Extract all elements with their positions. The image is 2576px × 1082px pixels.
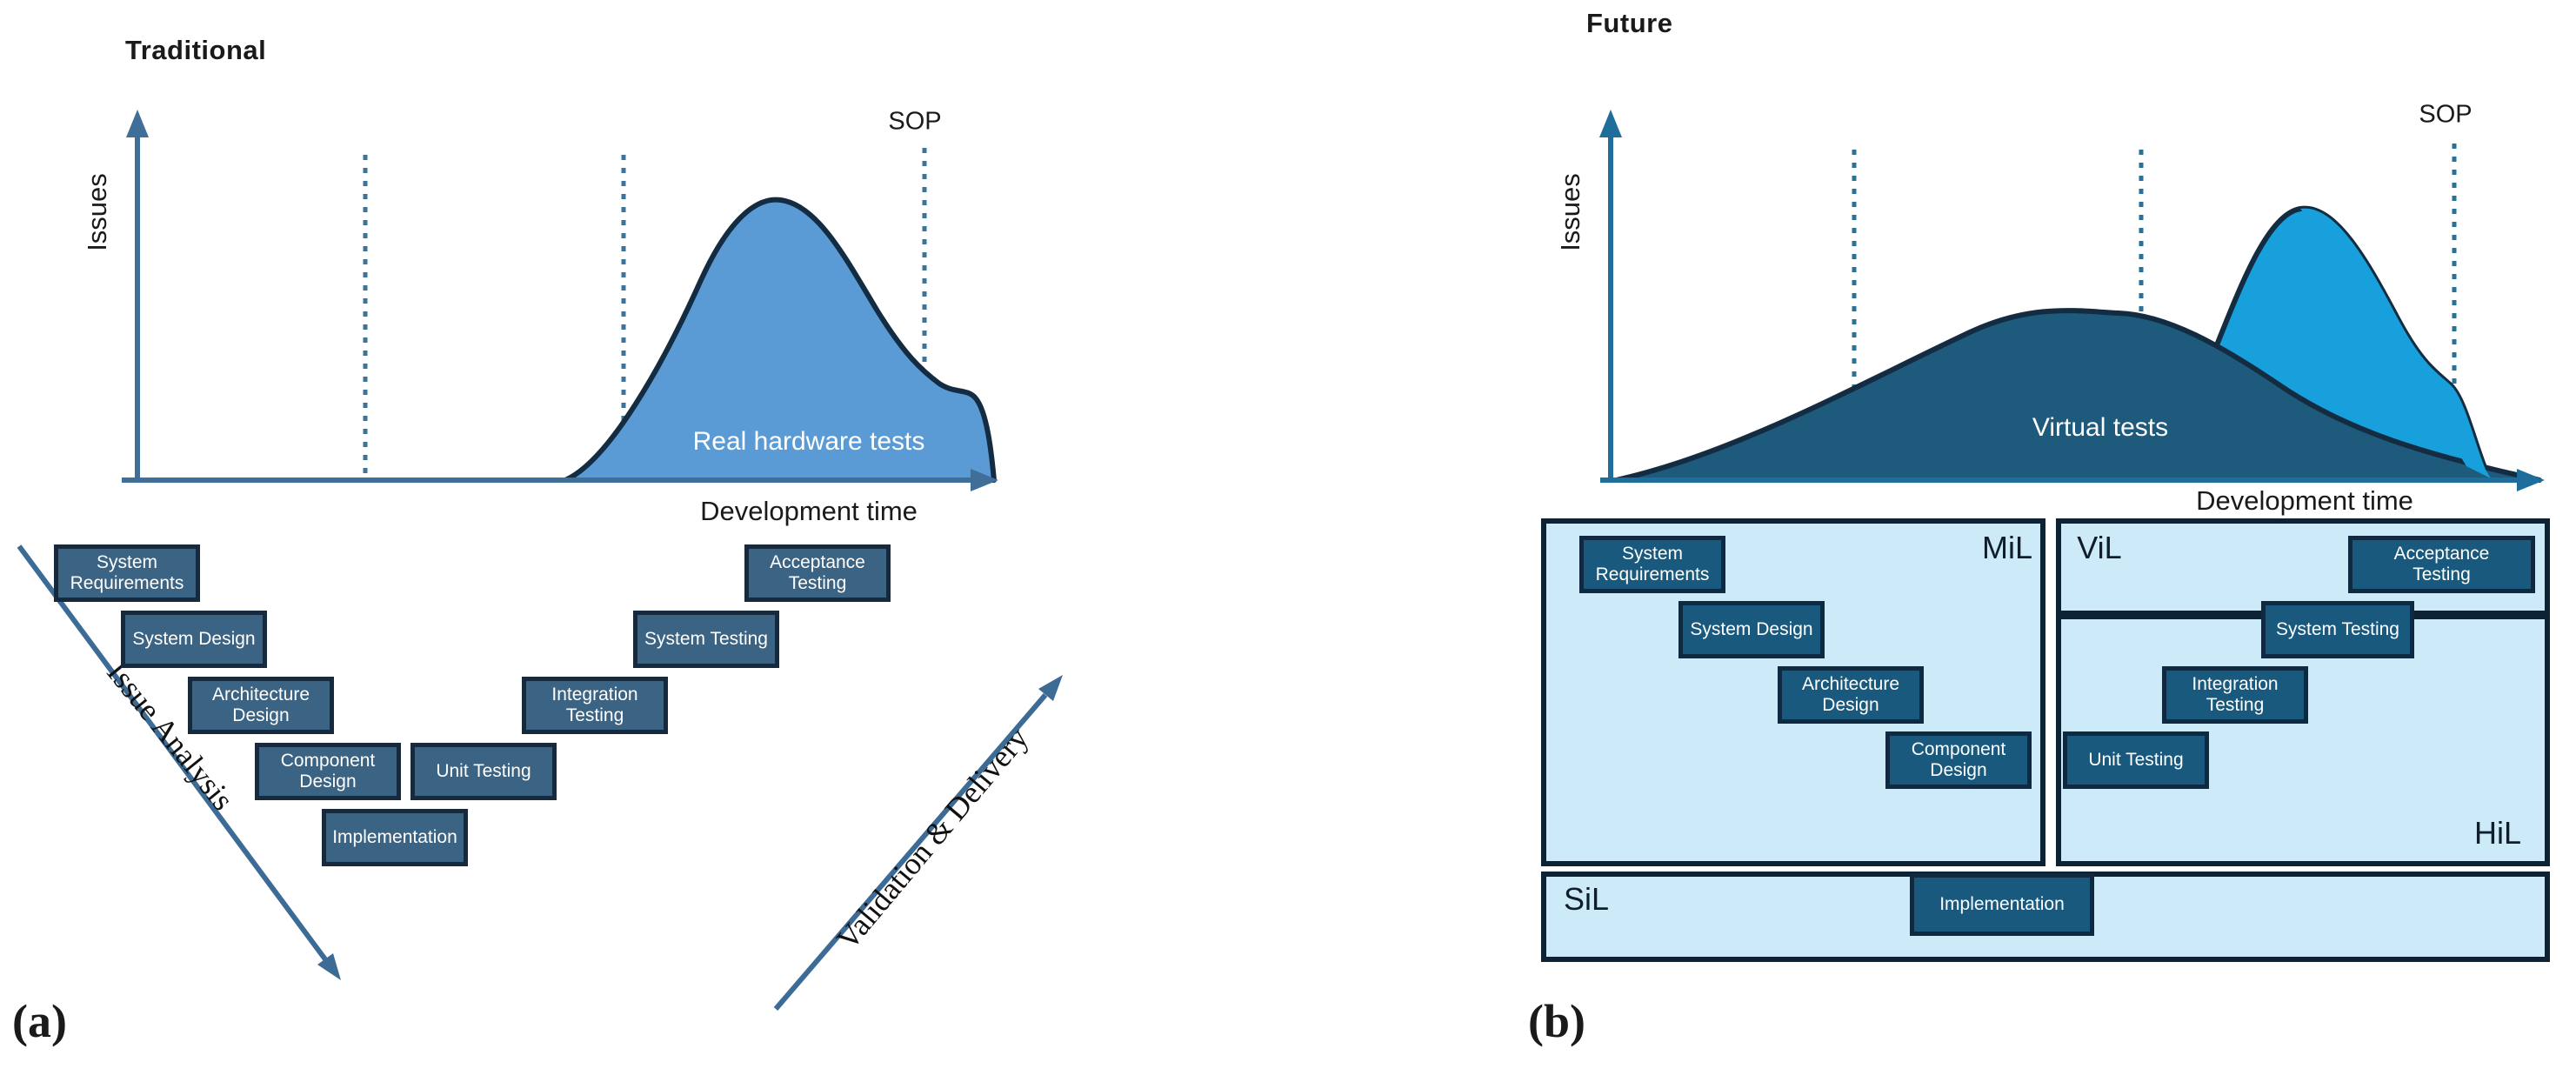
box-unit-testing: Unit Testing bbox=[410, 743, 557, 800]
hil-region-label: HiL bbox=[2473, 815, 2522, 851]
panel-b-caption: (b) bbox=[1528, 995, 1585, 1047]
issue-analysis-arrow bbox=[17, 544, 328, 961]
box-acceptance-testing: Acceptance Testing bbox=[744, 544, 891, 602]
x-axis-arrow-icon bbox=[971, 469, 998, 491]
panel-a-caption: (a) bbox=[12, 995, 67, 1047]
validation-delivery-arrowhead-icon bbox=[1038, 675, 1063, 701]
late-hardware-peak-overlay bbox=[2300, 208, 2491, 478]
y-axis-arrow-icon bbox=[1599, 110, 1622, 137]
chart-a-canvas bbox=[17, 110, 1063, 1011]
issue-analysis-arrowhead-icon bbox=[317, 953, 341, 980]
panel-b-x-axis-label: Development time bbox=[2196, 485, 2413, 516]
real-hardware-tests-curve bbox=[563, 197, 997, 483]
box-unit-testing: Unit Testing bbox=[2063, 731, 2209, 789]
y-axis-arrow-icon bbox=[126, 110, 149, 137]
box-system-testing: System Testing bbox=[2261, 601, 2414, 658]
panel-a-title: Traditional bbox=[125, 35, 267, 65]
box-system-testing: System Testing bbox=[633, 611, 779, 668]
chart-b-canvas bbox=[1599, 110, 2545, 491]
box-system-design: System Design bbox=[121, 611, 267, 668]
panel-a-sop-label: SOP bbox=[888, 107, 942, 136]
box-architecture-design: Architecture Design bbox=[188, 677, 334, 734]
x-axis-arrow-icon bbox=[2517, 469, 2545, 491]
vil-region-label: ViL bbox=[2077, 530, 2122, 565]
box-system-design: System Design bbox=[1678, 601, 1825, 658]
box-acceptance-testing: Acceptance Testing bbox=[2348, 536, 2535, 593]
virtual-tests-curve bbox=[1613, 308, 2542, 483]
box-system-requirements: System Requirements bbox=[1579, 536, 1725, 593]
box-architecture-design: Architecture Design bbox=[1778, 666, 1924, 724]
sil-region-label: SiL bbox=[1563, 881, 1610, 917]
box-integration-testing: Integration Testing bbox=[2162, 666, 2308, 724]
panel-b-title: Future bbox=[1586, 8, 1673, 38]
panel-a-x-axis-label: Development time bbox=[700, 496, 918, 526]
panel-b-y-axis-label: Issues bbox=[1555, 173, 1585, 251]
panel-b-curve-label: Virtual tests bbox=[2032, 413, 2169, 442]
validation-delivery-arrow bbox=[773, 693, 1048, 1011]
box-component-design: Component Design bbox=[1885, 731, 2032, 789]
mil-region-label: MiL bbox=[1981, 530, 2033, 565]
panel-a-curve-label: Real hardware tests bbox=[692, 427, 925, 456]
box-implementation: Implementation bbox=[322, 809, 468, 866]
box-integration-testing: Integration Testing bbox=[522, 677, 668, 734]
panel-a-y-axis-label: Issues bbox=[82, 173, 112, 251]
box-component-design: Component Design bbox=[255, 743, 401, 800]
panel-b-sop-label: SOP bbox=[2419, 100, 2473, 129]
box-system-requirements: System Requirements bbox=[54, 544, 200, 602]
box-implementation: Implementation bbox=[1910, 873, 2094, 936]
